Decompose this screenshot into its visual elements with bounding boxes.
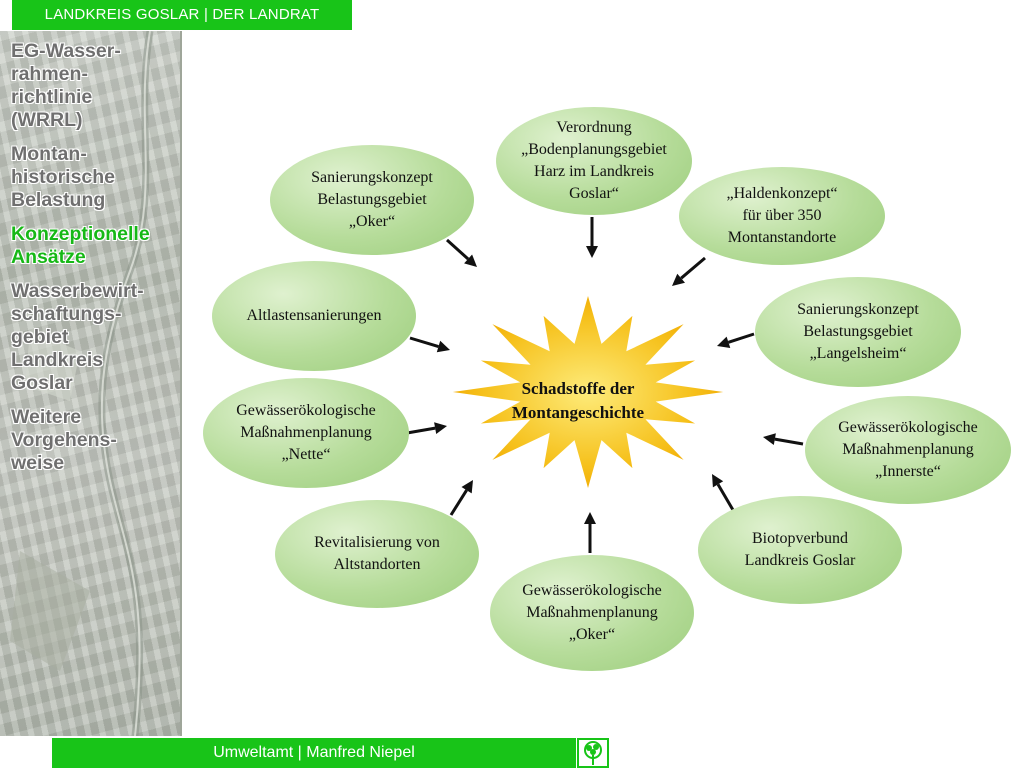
node-haldenkonzept-line: „Haldenkonzept“	[726, 185, 838, 202]
header-org-label: LANDKREIS GOSLAR | DER LANDRAT	[44, 6, 320, 23]
node-gewaesser-innerste-line: „Innerste“	[875, 463, 941, 480]
arrow-line-7	[406, 426, 436, 435]
node-gewaesser-nette-line: „Nette“	[281, 446, 331, 463]
node-gewaesser-oker-line: „Oker“	[568, 626, 616, 643]
arrow-line-9	[445, 238, 470, 261]
header-org-bar: LANDKREIS GOSLAR | DER LANDRAT	[12, 0, 352, 30]
node-altlasten-line: Altlastensanierungen	[246, 307, 382, 324]
node-verordnung-line: „Bodenplanungsgebiet	[521, 141, 667, 158]
node-sanierung-oker-line: Sanierungskonzept	[311, 169, 433, 186]
node-gewaesser-nette-line: Gewässerökologische	[236, 402, 376, 419]
arrow-head-0	[586, 246, 598, 258]
node-haldenkonzept-line: für über 350	[742, 207, 822, 224]
arrow-head-6	[461, 480, 473, 494]
arrow-head-5	[584, 512, 596, 524]
node-revitalisierung-line: Altstandorten	[333, 556, 421, 573]
arrow-line-3	[774, 437, 804, 446]
node-verordnung-line: Harz im Landkreis	[534, 163, 654, 180]
arrow-head-4	[712, 474, 724, 488]
arrow-head-8	[436, 340, 450, 353]
node-altlasten: Altlastensanierungen	[212, 261, 416, 371]
arrow-head-9	[464, 254, 477, 267]
sidebar-item-wrrl[interactable]: EG-Wasser-rahmen-richtlinie(WRRL)	[11, 40, 121, 131]
node-verordnung-line: Verordnung	[556, 119, 632, 136]
arrow-line-8	[409, 336, 439, 349]
center-starburst	[452, 296, 724, 488]
arrow-head-3	[763, 433, 776, 445]
footer-bar: Umweltamt | Manfred Niepel	[52, 738, 576, 768]
node-biotopverbund-line: Biotopverbund	[751, 530, 848, 547]
node-haldenkonzept-line: Montanstandorte	[727, 229, 837, 246]
node-gewaesser-nette-line: Maßnahmenplanung	[240, 424, 372, 441]
arrow-line-2	[727, 332, 755, 344]
node-revitalisierung-line: Revitalisierung von	[314, 534, 440, 551]
arrow-line-1	[680, 256, 706, 280]
tree-logo-icon	[577, 738, 609, 768]
center-label: Schadstoffe der Montangeschichte	[511, 379, 645, 422]
node-gewaesser-oker-line: Gewässerökologische	[522, 582, 662, 599]
arrow-head-2	[717, 336, 731, 348]
node-sanierung-langelsheim-line: Sanierungskonzept	[797, 301, 919, 318]
node-gewaesser-innerste-line: Maßnahmenplanung	[842, 441, 974, 458]
node-gewaesser-oker-line: Maßnahmenplanung	[526, 604, 658, 621]
arrow-head-7	[434, 422, 447, 434]
node-sanierung-oker-line: „Oker“	[348, 213, 396, 230]
node-sanierung-langelsheim-line: Belastungsgebiet	[803, 323, 913, 340]
sidebar-nav: EG-Wasser-rahmen-richtlinie(WRRL) Montan…	[11, 40, 176, 486]
node-gewaesser-innerste-line: Gewässerökologische	[838, 419, 978, 436]
footer-label: Umweltamt | Manfred Niepel	[213, 744, 415, 761]
node-verordnung-line: Goslar“	[569, 185, 619, 202]
node-sanierung-oker-line: Belastungsgebiet	[317, 191, 427, 208]
node-sanierung-langelsheim-line: „Langelsheim“	[809, 345, 907, 362]
arrow-head-1	[672, 273, 685, 286]
node-biotopverbund-line: Landkreis Goslar	[744, 552, 856, 569]
arrow-line-4	[716, 483, 735, 511]
arrow-group	[406, 217, 804, 553]
arrow-line-6	[449, 489, 468, 516]
